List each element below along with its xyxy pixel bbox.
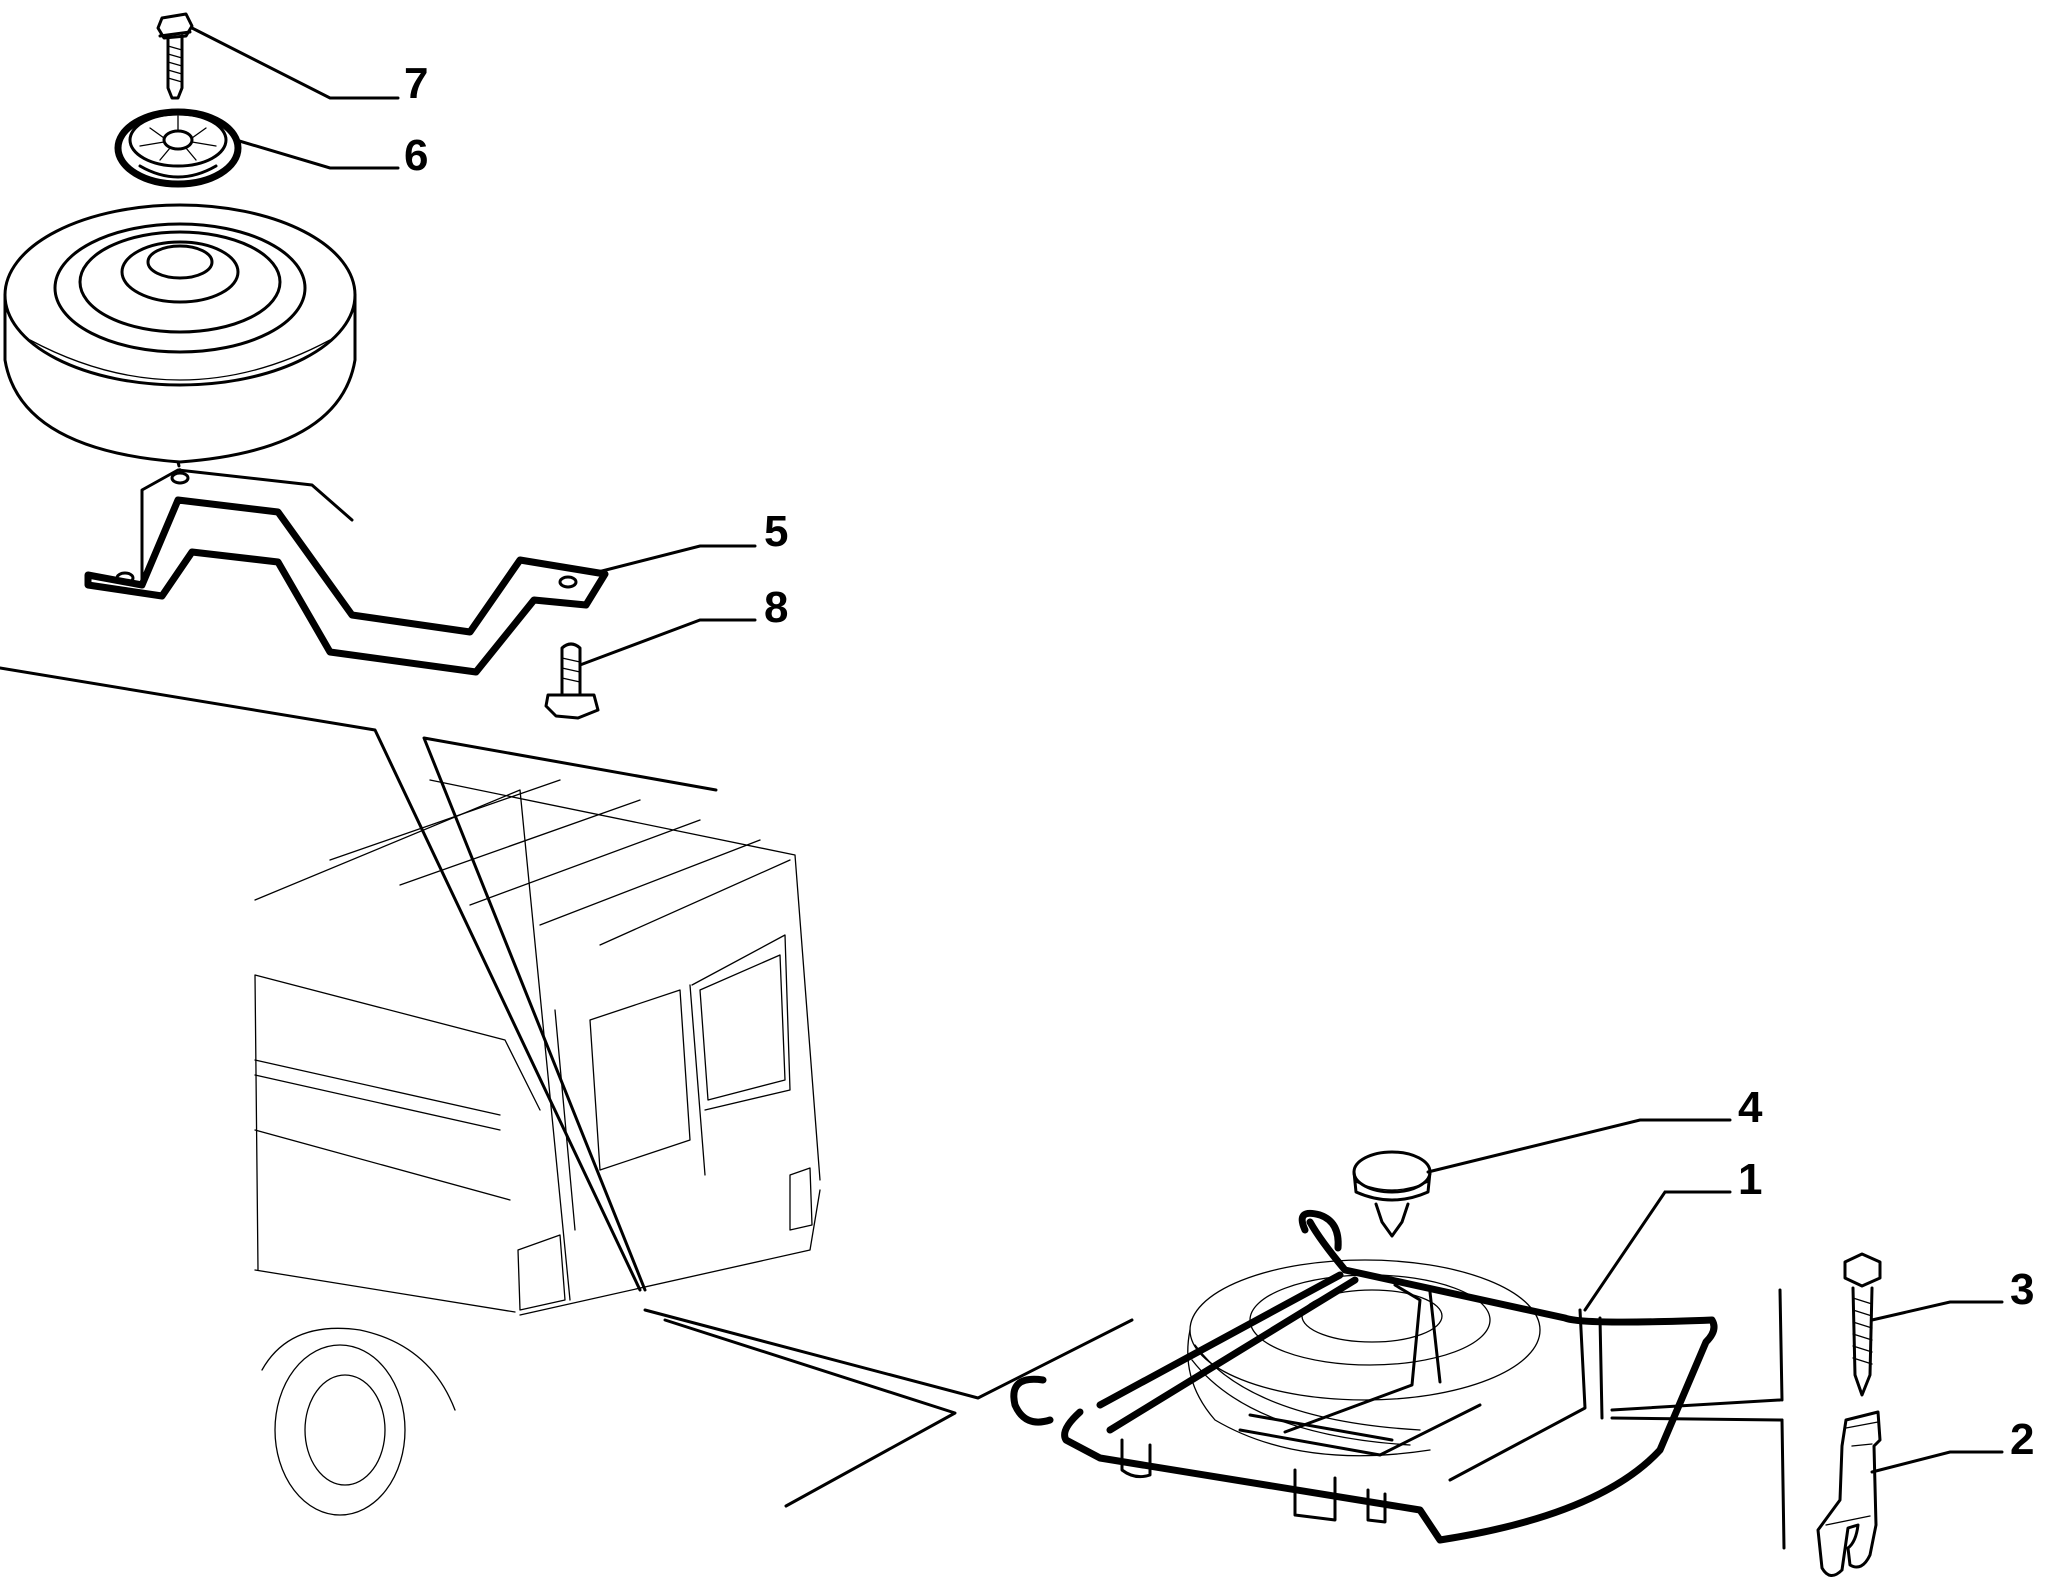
callout-3: 3 — [2010, 1265, 2034, 1314]
leader-6 — [234, 138, 400, 170]
van-drawing — [254, 779, 821, 1516]
hook-2-drawing — [1816, 1410, 1882, 1577]
leader-8 — [578, 618, 757, 667]
leader-5 — [596, 544, 757, 574]
cradle-1-drawing — [1010, 1209, 1718, 1544]
callout-2: 2 — [2010, 1415, 2034, 1464]
screw-3-drawing — [1843, 1252, 1882, 1397]
leader-7 — [190, 26, 400, 100]
leader-cradle-frame — [1610, 1398, 1784, 1422]
callout-labels: 7 6 5 8 4 1 3 2 — [404, 59, 2034, 1464]
group-brace — [1778, 1288, 1786, 1550]
callout-8: 8 — [764, 583, 788, 632]
pointer-lines — [0, 666, 1134, 1508]
bolt-8-drawing — [544, 642, 600, 720]
leader-lines — [190, 26, 2004, 1474]
leader-3 — [1870, 1300, 2004, 1322]
screw-7-drawing — [156, 12, 194, 100]
callout-5: 5 — [764, 507, 788, 556]
plug-4-drawing — [1352, 1150, 1432, 1238]
bracket-5-drawing — [84, 460, 609, 676]
leader-4 — [1426, 1118, 1732, 1174]
callout-1: 1 — [1738, 1155, 1762, 1204]
leader-1 — [1583, 1190, 1732, 1312]
spare-wheel-drawing — [3, 203, 357, 464]
leader-2 — [1870, 1450, 2004, 1474]
callout-6: 6 — [404, 131, 428, 180]
callout-7: 7 — [404, 59, 428, 108]
callout-4: 4 — [1738, 1083, 1763, 1132]
knob-6-drawing — [114, 108, 242, 188]
